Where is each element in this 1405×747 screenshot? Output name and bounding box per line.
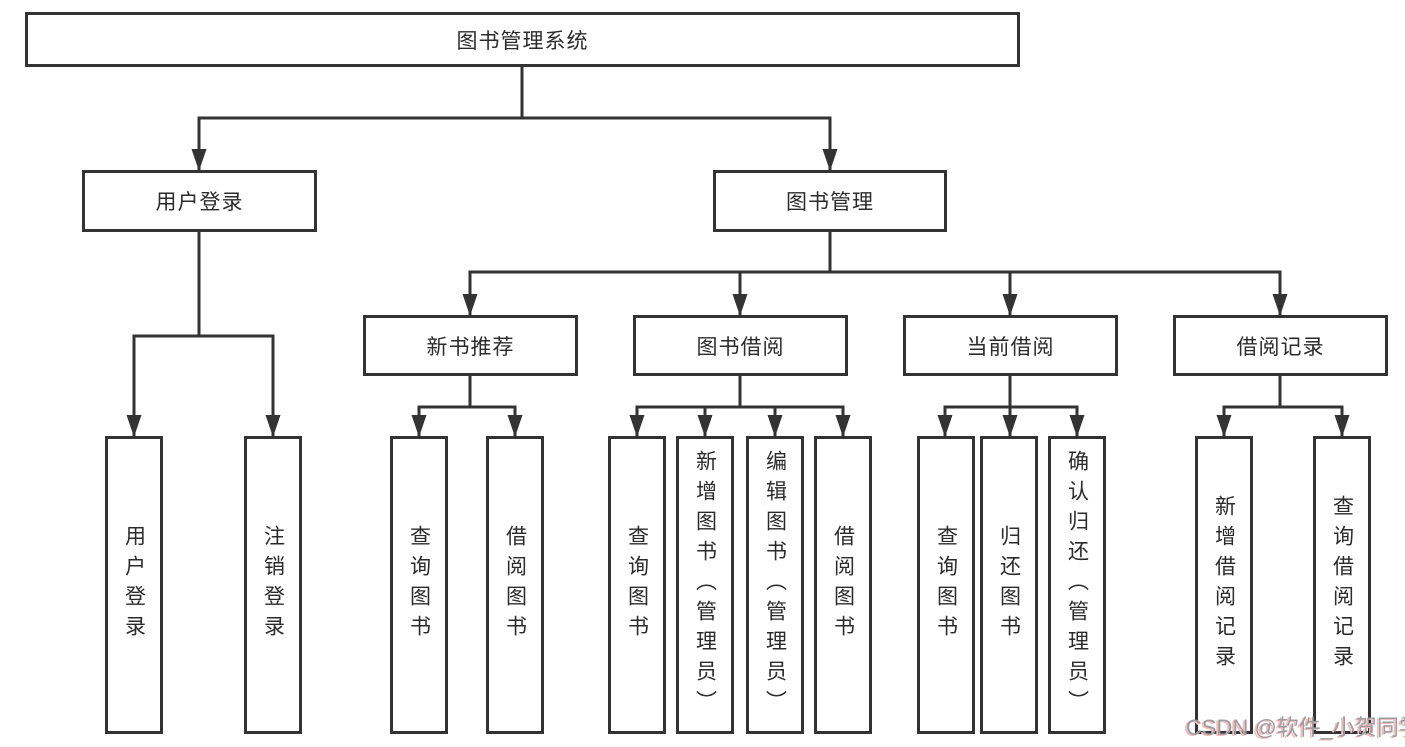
- leaf-logout-login-label: 注销登录: [261, 525, 285, 645]
- leaf-return-books-label: 归还图书: [997, 525, 1021, 645]
- csdn-watermark: CSDN @软件_小贺同学: [1186, 715, 1405, 740]
- leaf-logout-login: 注销登录: [244, 436, 302, 734]
- node-new-book-recommendation: 新书推荐: [363, 315, 578, 376]
- node-book-borrowing: 图书借阅: [633, 315, 848, 376]
- leaf-edit-books-admin-label: 编辑图书（管理员）: [763, 450, 787, 720]
- leaf-borrow-books-2-label: 借阅图书: [831, 525, 855, 645]
- leaf-query-borrow-record-label: 查询借阅记录: [1330, 495, 1354, 675]
- leaf-borrow-books-2: 借阅图书: [814, 436, 872, 734]
- leaf-user-login: 用户登录: [105, 436, 163, 734]
- leaf-borrow-books-1-label: 借阅图书: [503, 525, 527, 645]
- leaf-user-login-label: 用户登录: [122, 525, 146, 645]
- leaf-add-books-admin-label: 新增图书（管理员）: [693, 450, 717, 720]
- node-library-management-system: 图书管理系统: [25, 12, 1020, 67]
- leaf-add-borrow-record: 新增借阅记录: [1195, 436, 1253, 734]
- node-current-borrowing: 当前借阅: [903, 315, 1118, 376]
- leaf-query-books-2: 查询图书: [608, 436, 666, 734]
- leaf-borrow-books-1: 借阅图书: [486, 436, 544, 734]
- leaf-add-borrow-record-label: 新增借阅记录: [1212, 495, 1236, 675]
- leaf-query-books-2-label: 查询图书: [625, 525, 649, 645]
- leaf-confirm-return-admin: 确认归还（管理员）: [1048, 436, 1106, 734]
- leaf-query-books-3: 查询图书: [917, 436, 975, 734]
- node-book-management: 图书管理: [713, 170, 947, 232]
- leaf-query-borrow-record: 查询借阅记录: [1313, 436, 1371, 734]
- node-borrowing-records: 借阅记录: [1173, 315, 1388, 376]
- node-user-login: 用户登录: [82, 170, 317, 232]
- leaf-return-books: 归还图书: [980, 436, 1038, 734]
- leaf-edit-books-admin: 编辑图书（管理员）: [746, 436, 804, 734]
- leaf-add-books-admin: 新增图书（管理员）: [676, 436, 734, 734]
- leaf-query-books-1: 查询图书: [390, 436, 448, 734]
- leaf-confirm-return-admin-label: 确认归还（管理员）: [1065, 450, 1089, 720]
- leaf-query-books-1-label: 查询图书: [407, 525, 431, 645]
- leaf-query-books-3-label: 查询图书: [934, 525, 958, 645]
